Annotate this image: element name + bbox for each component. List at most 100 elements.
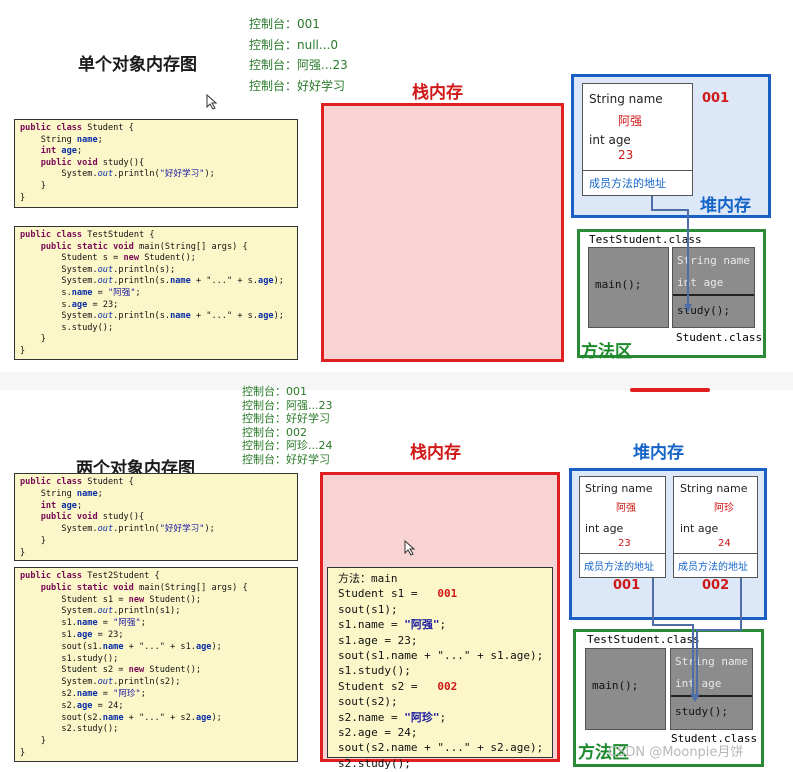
- code-line: System.out.println(s.name + "..." + s.ag…: [20, 276, 297, 288]
- divider: [674, 553, 757, 554]
- main-method-label: main();: [592, 679, 639, 692]
- code-token: .println(: [113, 524, 160, 535]
- age-field-label: int age: [585, 522, 624, 535]
- code-token: age: [195, 712, 212, 723]
- code-token: age: [195, 641, 212, 652]
- code-token: .println(s.: [113, 311, 171, 322]
- code-line: public void study(){: [20, 158, 297, 170]
- code-line: public class Test2Student {: [20, 571, 297, 583]
- frame-line: s1.name = "阿强";: [338, 617, 552, 632]
- code-token: public static void: [40, 582, 140, 593]
- code-token: ;: [76, 146, 83, 157]
- code-token: name: [170, 311, 191, 322]
- stack-memory-label: 栈内存: [412, 83, 463, 103]
- member-method-address: 成员方法的地址: [584, 562, 654, 573]
- code-token: new: [123, 253, 145, 264]
- code-token: main(String[] args) {: [139, 241, 248, 252]
- code-line: s1.name = "阿强";: [20, 618, 297, 630]
- code-token: System.: [20, 264, 98, 275]
- student-object-2: String name 阿珍 int age 24 成员方法的地址: [673, 476, 758, 578]
- student-class-label: Student.class: [676, 331, 763, 344]
- top-panel: 单个对象内存图 控制台：001 控制台：null...0 控制台：阿强...23…: [0, 0, 793, 372]
- code-token: TestStudent {: [87, 230, 155, 240]
- code-token: age: [71, 299, 88, 310]
- code-token: s.: [20, 299, 72, 310]
- code-token: s.: [20, 287, 72, 298]
- code-token: int: [40, 500, 62, 511]
- code-token: =: [97, 618, 114, 629]
- name-field-value: 阿强: [618, 114, 643, 128]
- code-token: String: [20, 134, 77, 145]
- test-student-class-label: TestStudent.class: [587, 633, 700, 646]
- code-token: out: [97, 169, 114, 180]
- code-token: s1.: [20, 629, 77, 640]
- code-token: public class: [20, 230, 88, 240]
- code-token: s1.name =: [338, 618, 405, 632]
- student-object-1: String name 阿强 int age 23 成员方法的地址: [579, 476, 666, 578]
- code-token: ;: [97, 488, 103, 499]
- code-line: public class TestStudent {: [20, 230, 297, 242]
- code-line: int age;: [20, 146, 297, 158]
- student-class-box: String name int age study();: [672, 247, 755, 328]
- bottom-console-output: 控制台：001 控制台：阿强...23 控制台：好好学习 控制台：002 控制台…: [242, 385, 333, 466]
- object-address-2: 002: [702, 578, 730, 593]
- code-token: + "..." + s.: [190, 311, 259, 322]
- age-field-value: 23: [618, 538, 631, 549]
- code-token: new: [128, 665, 150, 676]
- code-token: "好好学习": [159, 169, 205, 180]
- console-line: 控制台：001: [249, 17, 320, 31]
- divider: [673, 294, 754, 296]
- code-line: }: [20, 536, 297, 548]
- class-study-method: study();: [675, 705, 728, 718]
- code-line: Student s1 = new Student();: [20, 595, 297, 607]
- code-token: Student {: [87, 477, 134, 487]
- code-line: System.out.println(s2);: [20, 677, 297, 689]
- code-token: public void: [40, 157, 103, 168]
- code-token: s2.: [20, 688, 77, 699]
- code-token: sout(s1);: [338, 602, 398, 616]
- frame-line: sout(s1.name + "..." + s1.age);: [338, 648, 552, 663]
- code-token: Student s1 =: [20, 594, 129, 605]
- code-line: sout(s2.name + "..." + s2.age);: [20, 713, 297, 725]
- divider: [583, 170, 692, 171]
- age-field-value: 24: [718, 538, 731, 549]
- student-class-label: Student.class: [671, 732, 758, 745]
- code-line: }: [20, 346, 297, 358]
- code-token: + "..." + s.: [190, 276, 259, 287]
- code-line: public static void main(String[] args) {: [20, 583, 297, 595]
- console-line: 控制台：002: [242, 425, 307, 439]
- code-token: sout(s2);: [338, 695, 398, 709]
- code-line: sout(s1.name + "..." + s1.age);: [20, 642, 297, 654]
- console-line: 控制台：好好学习: [242, 412, 330, 425]
- code-line: s.study();: [20, 323, 297, 335]
- console-line: 控制台：阿强...23: [242, 398, 333, 412]
- code-token: s2.study();: [338, 756, 411, 770]
- code-token: public class: [20, 571, 88, 581]
- code-token: public class: [20, 123, 88, 133]
- code-token: ;: [140, 688, 146, 699]
- code-token: study(){: [102, 157, 145, 168]
- code-token: "阿珍": [113, 688, 141, 699]
- member-method-address: 成员方法的地址: [678, 562, 748, 573]
- watermark: CSDN @Moonpie月饼: [608, 745, 744, 760]
- age-field-value: 23: [618, 148, 634, 162]
- code-token: "阿强": [107, 287, 136, 298]
- console-line: 控制台：001: [242, 385, 307, 398]
- code-token: public static void: [40, 241, 140, 252]
- name-field-value: 阿强: [616, 503, 636, 514]
- student-object: String name 阿强 int age 23 成员方法的地址: [582, 83, 693, 196]
- code-token: }: [20, 334, 46, 345]
- code-token: s1.: [20, 618, 77, 629]
- code-token: System.: [20, 677, 98, 688]
- code-line: }: [20, 548, 297, 560]
- code-line: }: [20, 334, 297, 346]
- code-token: = 23;: [92, 629, 124, 640]
- stack-edge-fragment: [630, 388, 710, 392]
- code-line: System.out.println(s.name + "..." + s.ag…: [20, 311, 297, 323]
- method-area-label: 方法区: [578, 743, 629, 763]
- code-token: s2.age = 24;: [338, 726, 418, 740]
- code-line: Student s2 = new Student();: [20, 665, 297, 677]
- frame-line: s2.study();: [338, 756, 552, 771]
- code-token: = 24;: [92, 700, 124, 711]
- code-token: .println(s);: [113, 264, 176, 275]
